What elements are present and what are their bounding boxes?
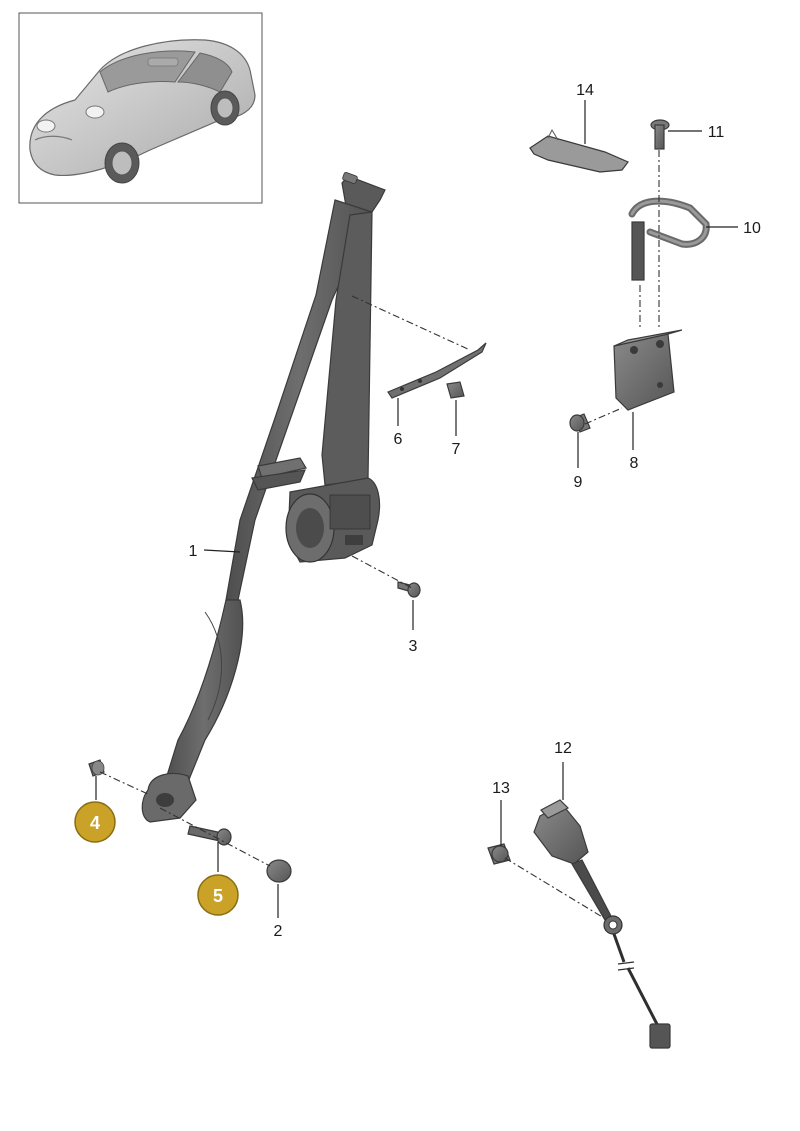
callout-labels: 1 2 3 6 7 8 9 10 11 12 13 14 <box>189 82 761 940</box>
lock-part-8 <box>613 329 683 411</box>
nut-part-4 <box>88 759 105 777</box>
callout-14: 14 <box>576 82 594 99</box>
callout-5: 5 <box>213 886 223 906</box>
car-illustration <box>29 39 256 184</box>
cap-part-2 <box>266 859 292 883</box>
callout-9: 9 <box>574 474 583 491</box>
bolt-part-3 <box>397 581 421 598</box>
clip-part-7 <box>446 381 465 399</box>
callout-12: 12 <box>554 740 572 757</box>
callout-4: 4 <box>90 813 100 833</box>
callout-6: 6 <box>394 431 403 448</box>
bolt-part-11 <box>650 119 670 150</box>
callout-11: 11 <box>708 124 725 141</box>
callout-7: 7 <box>452 441 461 458</box>
belt-retractor <box>285 477 381 563</box>
assembly-lines <box>99 150 660 919</box>
callout-badge-5[interactable]: 5 <box>197 874 239 916</box>
callout-8: 8 <box>630 455 639 472</box>
callout-10: 10 <box>743 220 761 237</box>
callout-13: 13 <box>492 780 510 797</box>
bolt-part-5 <box>187 825 232 846</box>
trim-part-14 <box>529 128 629 173</box>
callout-3: 3 <box>409 638 418 655</box>
bolt-part-9 <box>569 413 591 433</box>
callout-1: 1 <box>189 543 198 560</box>
vehicle-thumbnail <box>18 12 263 204</box>
callout-badge-4[interactable]: 4 <box>74 801 116 843</box>
bracket-part-6 <box>387 342 487 399</box>
seat-belt-assembly <box>141 172 386 823</box>
hook-part-10 <box>628 197 710 281</box>
buckle-part-12 <box>533 799 671 1049</box>
callout-2: 2 <box>274 923 283 940</box>
leader-lines <box>95 100 738 918</box>
nut-part-13 <box>487 843 511 865</box>
